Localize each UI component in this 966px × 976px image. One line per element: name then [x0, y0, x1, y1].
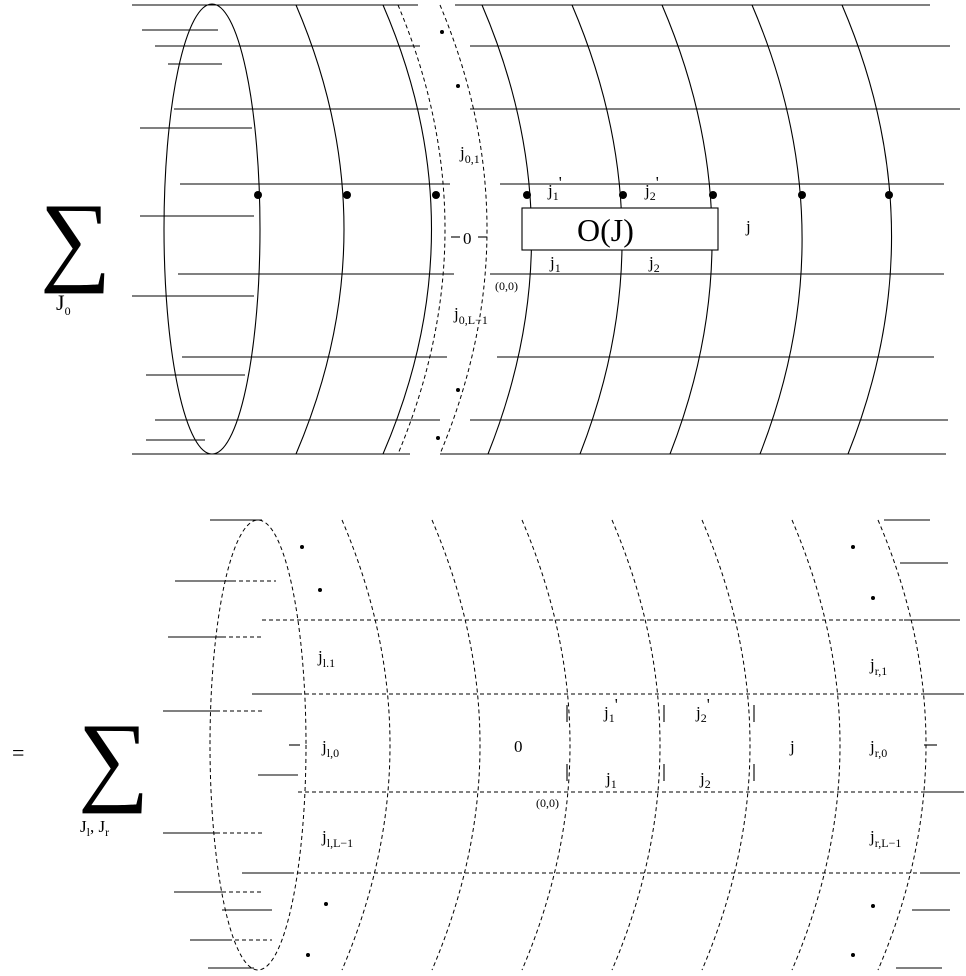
- bottom-sum-symbol: ∑: [78, 703, 149, 814]
- equals-sign: =: [12, 740, 24, 765]
- bottom-link-segments: [566, 705, 755, 781]
- bottom-origin-label: 0: [514, 737, 523, 756]
- top-j1-prime-label: j1': [547, 173, 562, 203]
- bottom-j-label: j: [789, 737, 795, 756]
- bottom-ring-arcs: [341, 519, 927, 971]
- operator-box: [521, 207, 719, 251]
- top-left-ellipse: [163, 3, 261, 455]
- bottom-jr0-label: jr,0: [869, 737, 887, 760]
- top-j2-label: j2: [648, 253, 660, 275]
- top-ellipsis-dots: [436, 30, 460, 440]
- bottom-jlLm1-label: jl,L−1: [321, 827, 353, 850]
- top-j-label: j: [745, 217, 751, 236]
- top-labels: ∑ J0 O(J) 0 (0,0) j j0,1 j0,L−1 j1' j2' …: [40, 143, 751, 327]
- operator-label: O(J): [577, 212, 634, 248]
- bottom-left-ellipse: [209, 519, 307, 971]
- bottom-jl0-label: jl,0: [321, 737, 339, 760]
- top-sum-index: J0: [56, 290, 71, 318]
- top-origin-coord: (0,0): [495, 279, 518, 293]
- bottom-dashed-lines: [216, 580, 922, 941]
- bottom-outer-lines: [163, 519, 964, 969]
- top-origin-label: 0: [463, 229, 472, 248]
- bottom-origin-coord: (0,0): [536, 796, 559, 810]
- top-cylinder: [132, 3, 960, 455]
- top-j01-label: j0,1: [459, 143, 480, 166]
- top-dashed-cut: [397, 4, 488, 455]
- bottom-ellipsis-dots: [300, 545, 875, 957]
- top-sum-symbol: ∑: [40, 183, 111, 294]
- top-j0Lm1-label: j0,L−1: [453, 304, 488, 327]
- top-horizontal-lines: [132, 4, 960, 455]
- bottom-jr1-label: jr,1: [869, 655, 887, 678]
- bottom-jl1-label: jl.1: [317, 647, 335, 670]
- bottom-j2-label: j2: [699, 769, 711, 791]
- top-j2-prime-label: j2': [644, 173, 659, 203]
- top-j1-label: j1: [549, 253, 561, 275]
- bottom-cylinder: [163, 519, 964, 971]
- bottom-j2-prime-label: j2': [695, 695, 710, 725]
- bottom-j1-prime-label: j1': [603, 695, 618, 725]
- bottom-sum-index: Jl, Jr: [80, 817, 109, 839]
- bottom-j1-label: j1: [605, 769, 617, 791]
- bottom-labels: = ∑ Jl, Jr 0 (0,0) j jl.1 jl,0 jl,L−1 jr…: [12, 647, 901, 850]
- bottom-jrLm1-label: jr,L−1: [869, 827, 901, 850]
- top-junction-dots: [254, 191, 893, 199]
